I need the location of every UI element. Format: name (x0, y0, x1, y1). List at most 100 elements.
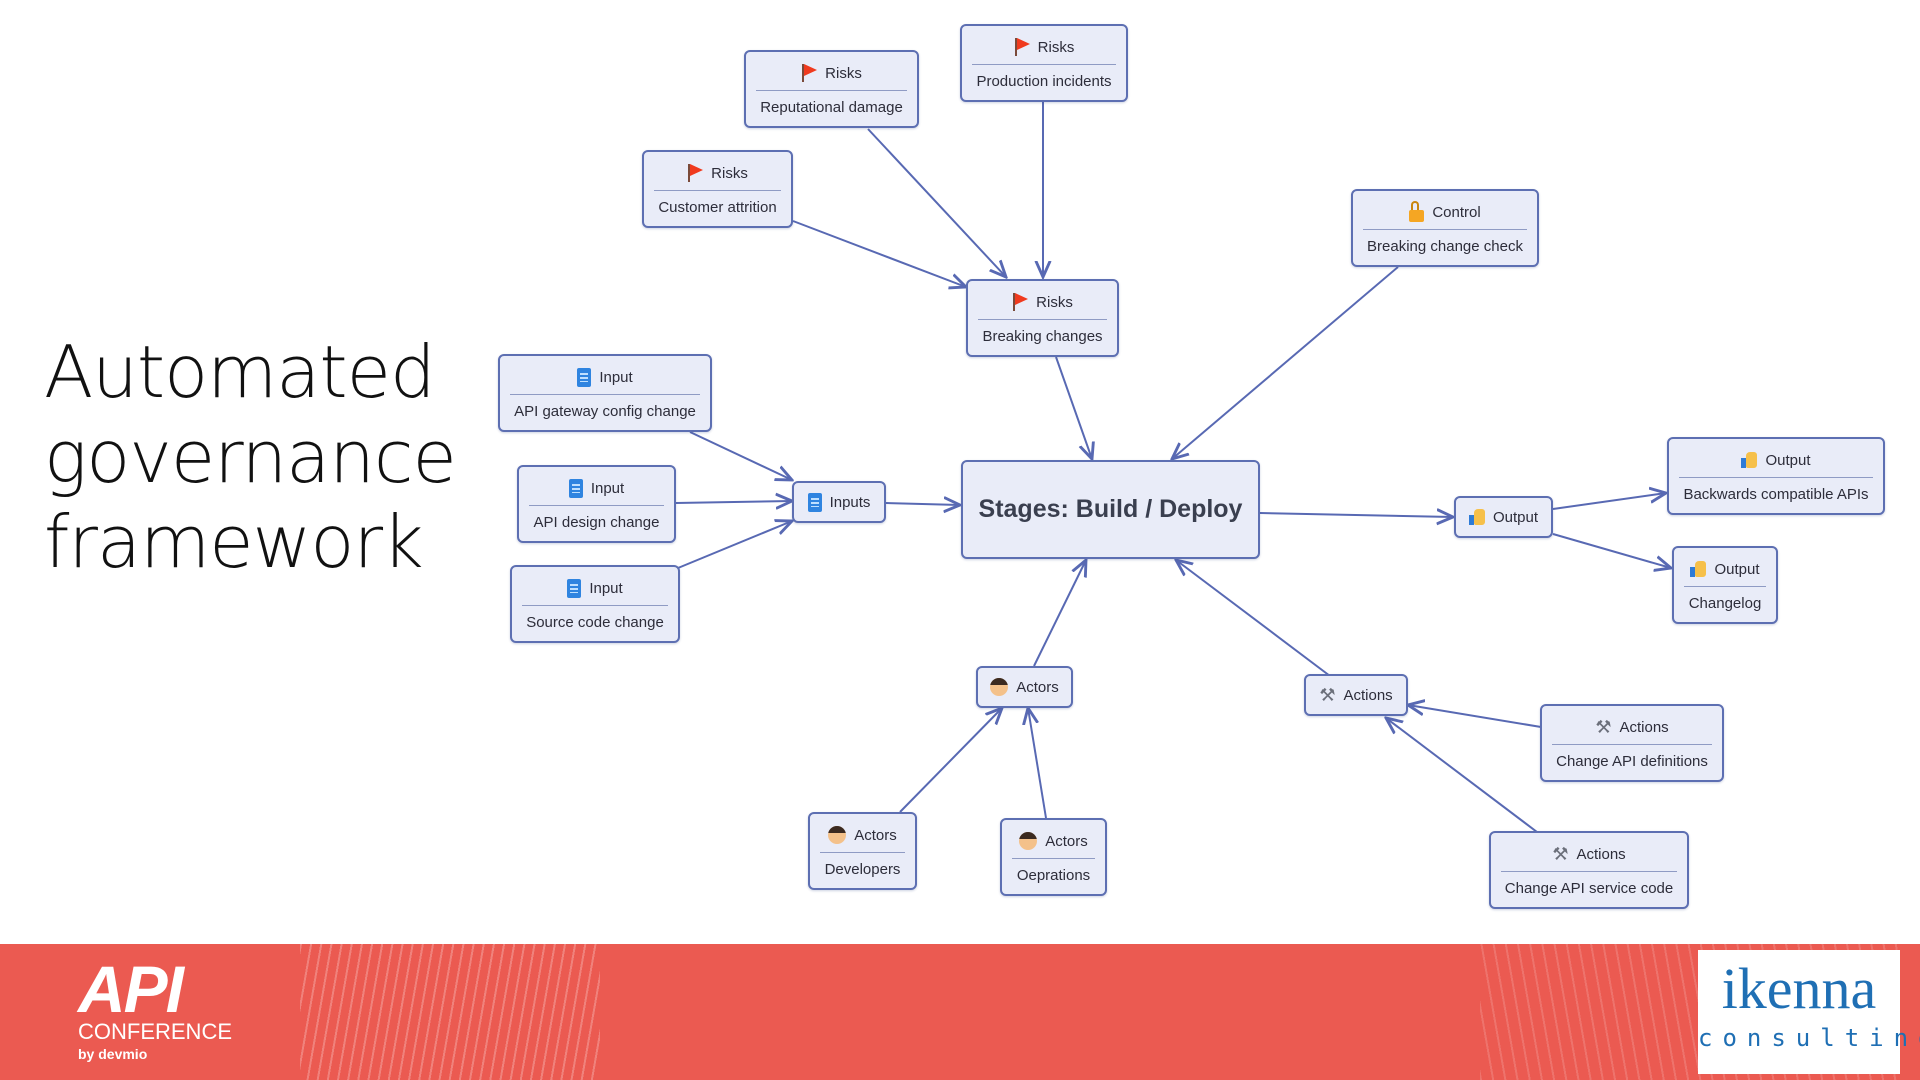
title-line-2: governance (44, 415, 457, 499)
edge-attrition-to-breaking (792, 220, 966, 287)
actions-node-change-api-definitions: ⚒ Actions Change API definitions (1540, 704, 1724, 782)
person-icon (828, 826, 847, 844)
node-label: Output (1765, 451, 1811, 469)
output-node-backwards-compatible-apis: Output Backwards compatible APIs (1667, 437, 1885, 515)
edge-inputs-to-center (885, 503, 960, 505)
doc-icon (577, 367, 592, 387)
edge-control-to-center (1172, 266, 1399, 459)
node-sub: Reputational damage (760, 99, 903, 116)
node-label: Actors (854, 826, 897, 844)
actors-node-developers: Actors Developers (808, 812, 917, 890)
node-label: Output (1714, 560, 1760, 578)
edge-breaking-to-center (1055, 356, 1092, 459)
doc-icon (568, 478, 583, 498)
node-label: Inputs (829, 493, 871, 511)
input-node-api-design-change: Input API design change (517, 465, 676, 543)
flag-icon (801, 64, 818, 82)
inputs-hub-node: Inputs (792, 481, 886, 523)
node-label: Control (1432, 203, 1481, 221)
doc-icon (567, 578, 582, 598)
edge-source-to-inputs (677, 521, 792, 569)
node-label: Risks (1036, 293, 1073, 311)
title-line-3: framework (44, 500, 424, 584)
tools-icon: ⚒ (1552, 844, 1569, 864)
edge-service-to-actions (1386, 718, 1538, 833)
thumbs-up-icon (1690, 561, 1707, 577)
flag-icon (1014, 38, 1030, 56)
risk-node-reputational-damage: Risks Reputational damage (744, 50, 919, 128)
node-sub: Backwards compatible APIs (1683, 486, 1869, 503)
ikenna-logo-name: ikenna (1721, 956, 1877, 1021)
actors-node-oeprations: Actors Oeprations (1000, 818, 1107, 896)
node-sub: API design change (533, 514, 660, 531)
node-sub: Breaking change check (1367, 238, 1523, 255)
edge-center-to-output (1259, 513, 1453, 517)
footer-band: API CONFERENCE by devmio ikenna consulti… (0, 944, 1920, 1080)
node-sub: API gateway config change (514, 403, 696, 420)
diagram-edges (675, 101, 1920, 833)
flag-icon (687, 164, 704, 182)
node-label: Output (1492, 508, 1539, 526)
edge-output-to-changelog (1552, 533, 1671, 568)
slide-title: Automated governance framework (44, 330, 457, 585)
person-icon (1019, 832, 1038, 850)
thumbs-up-icon (1741, 452, 1758, 468)
api-logo-text: API (78, 952, 184, 1026)
node-label: Risks (825, 64, 862, 82)
node-sub: Oeprations (1016, 867, 1091, 884)
node-label: Actors (1045, 832, 1088, 850)
risk-node-customer-attrition: Risks Customer attrition (642, 150, 793, 228)
edge-actions-to-center (1176, 560, 1331, 677)
edge-output-to-compatible (1552, 493, 1666, 510)
edge-actors-to-center (1033, 560, 1086, 667)
tools-icon: ⚒ (1595, 717, 1612, 737)
lock-icon (1409, 200, 1425, 222)
output-node-changelog: Output Changelog (1672, 546, 1778, 624)
footer-rays-left (300, 944, 600, 1080)
node-sub: Breaking changes (982, 328, 1103, 345)
node-sub: Change API service code (1504, 880, 1674, 897)
stages-build-deploy-node: Stages: Build / Deploy (961, 460, 1260, 559)
actions-hub-node: ⚒ Actions (1304, 674, 1408, 716)
node-sub: Customer attrition (658, 199, 777, 216)
input-node-api-gateway-config-change: Input API gateway config change (498, 354, 712, 432)
node-label: Input (599, 368, 633, 386)
person-icon (990, 678, 1009, 696)
output-hub-node: Output (1454, 496, 1553, 538)
risk-node-production-incidents: Risks Production incidents (960, 24, 1128, 102)
edge-definitions-to-actions (1408, 705, 1542, 728)
ikenna-logo-tagline: consulting (1698, 1024, 1920, 1052)
api-conference-logo: API CONFERENCE by devmio (78, 952, 233, 1064)
api-logo-conference: CONFERENCE (78, 1019, 233, 1044)
node-sub: Change API definitions (1556, 753, 1708, 770)
node-label: Risks (1037, 38, 1075, 56)
edge-operations-to-actors (1028, 708, 1047, 819)
node-label: Input (589, 579, 623, 597)
node-label: Actions (1576, 845, 1626, 863)
flag-icon (1012, 293, 1029, 311)
title-line-1: Automated (44, 330, 436, 414)
node-label: Input (590, 479, 625, 497)
api-logo-by: by devmio (78, 1046, 148, 1062)
tools-icon: ⚒ (1319, 685, 1336, 705)
ikenna-consulting-logo: ikenna consulting (1698, 950, 1920, 1074)
edge-gateway-to-inputs (689, 431, 792, 480)
node-sub: Developers (824, 861, 901, 878)
edge-reputational-to-breaking (867, 128, 1006, 277)
node-label: Actions (1619, 718, 1669, 736)
center-label: Stages: Build / Deploy (978, 495, 1243, 523)
thumbs-up-icon (1468, 509, 1485, 525)
node-sub: Production incidents (976, 73, 1112, 90)
node-sub: Source code change (526, 614, 664, 631)
control-node-breaking-change-check: Control Breaking change check (1351, 189, 1539, 267)
input-node-source-code-change: Input Source code change (510, 565, 680, 643)
edge-developers-to-actors (899, 708, 1002, 813)
node-label: Actions (1343, 686, 1393, 704)
node-sub: Changelog (1688, 595, 1762, 612)
node-label: Risks (711, 164, 748, 182)
actors-hub-node: Actors (976, 666, 1073, 708)
actions-node-change-api-service-code: ⚒ Actions Change API service code (1489, 831, 1689, 909)
edge-design-to-inputs (675, 501, 792, 503)
risk-node-breaking-changes: Risks Breaking changes (966, 279, 1119, 357)
doc-icon (807, 492, 822, 512)
